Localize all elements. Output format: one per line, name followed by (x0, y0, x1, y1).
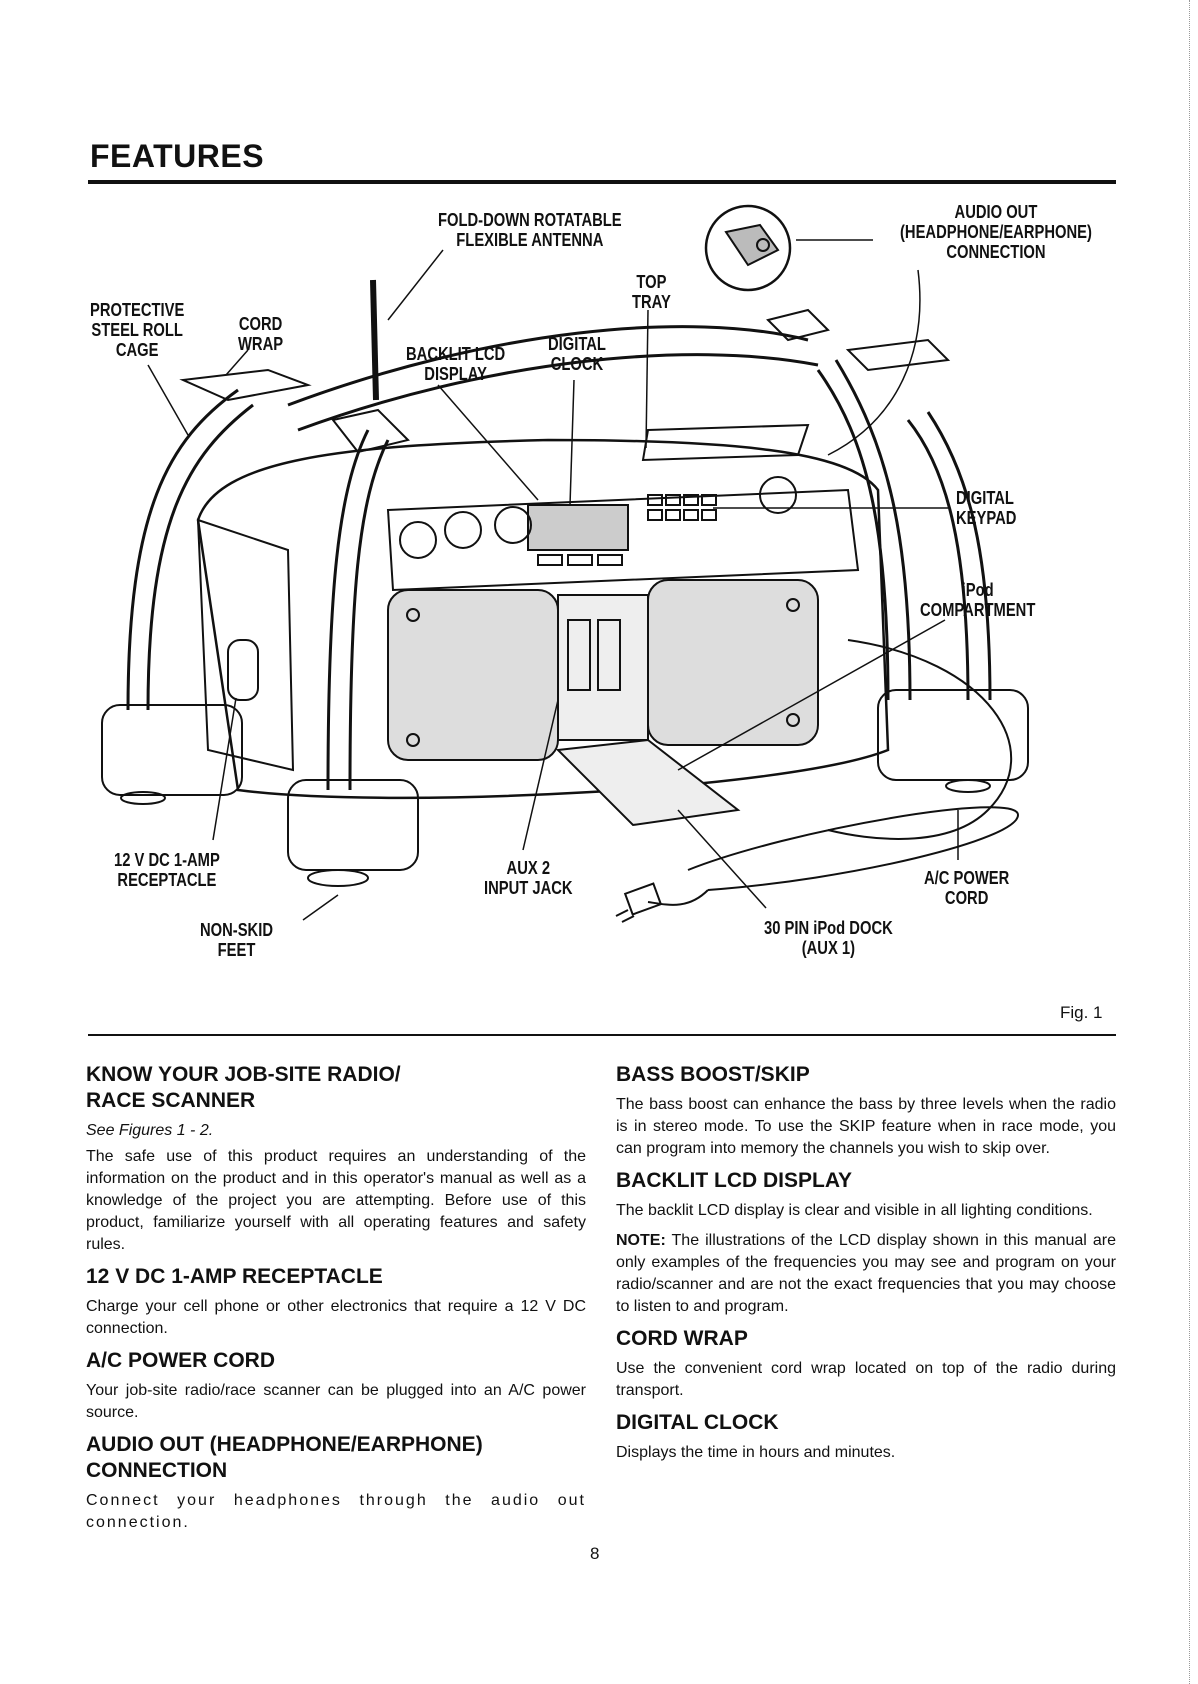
top-tray (641, 423, 810, 462)
radio-body (196, 438, 890, 800)
title-rule (88, 180, 1116, 184)
heading-audio-out-line1: AUDIO OUT (HEADPHONE/EARPHONE) (86, 1433, 483, 1456)
knob-keypad (759, 476, 797, 514)
knob-mid (444, 511, 482, 549)
audio-out-body: Connect your headphones through the audi… (86, 1492, 586, 1531)
keypad (647, 494, 717, 521)
callout-ac-cord: A/C POWER CORD (924, 868, 1010, 908)
callout-ipod-compartment: iPod COMPARTMENT (920, 580, 1036, 620)
page-title: FEATURES (90, 138, 265, 174)
figure-label: Fig. 1 (1060, 1003, 1103, 1022)
note-body: The illustrations of the LCD display sho… (616, 1232, 1116, 1315)
callout-receptacle: 12 V DC 1-AMP RECEPTACLE (114, 850, 220, 890)
bass-body: The bass boost can enhance the bass by t… (616, 1096, 1116, 1157)
heading-cord-wrap: CORD WRAP (616, 1327, 748, 1350)
dc-receptacle (227, 639, 259, 701)
scan-edge (1188, 0, 1190, 1684)
heading-know-line2: RACE SCANNER (86, 1089, 256, 1112)
callout-antenna: FOLD-DOWN ROTATABLE FLEXIBLE ANTENNA (438, 210, 622, 250)
radio-illustration (101, 204, 1029, 923)
clock-body: Displays the time in hours and minutes. (616, 1444, 896, 1461)
cage-tube-right-rear (816, 369, 890, 701)
callout-dock: 30 PIN iPod DOCK (AUX 1) (764, 918, 893, 958)
heading-clock: DIGITAL CLOCK (616, 1411, 779, 1434)
callout-lcd: BACKLIT LCD DISPLAY (406, 344, 506, 384)
speaker-right (647, 579, 819, 746)
note-label: NOTE: (616, 1232, 666, 1249)
lcd-body: The backlit LCD display is clear and vis… (616, 1202, 1093, 1219)
audio-out-zoom (704, 204, 792, 292)
knob-left (399, 521, 437, 559)
callout-cord-wrap: CORD WRAP (238, 314, 284, 354)
know-body: The safe use of this product requires an… (86, 1148, 586, 1253)
cord-coil (687, 806, 1020, 891)
lcd-note: NOTE: The illustrations of the LCD displ… (616, 1230, 1116, 1318)
see-figures: See Figures 1 - 2. (86, 1122, 214, 1139)
plug (623, 882, 663, 916)
knob-right (494, 506, 532, 544)
ipod-dock (555, 738, 741, 827)
cord-wrap-body: Use the convenient cord wrap located on … (616, 1360, 1116, 1399)
callout-aux2: AUX 2 INPUT JACK (484, 858, 573, 898)
ipod-compartment (557, 594, 649, 741)
callout-feet: NON-SKID FEET (200, 920, 273, 960)
callout-top-tray: TOP TRAY (632, 272, 671, 312)
heading-lcd: BACKLIT LCD DISPLAY (616, 1169, 853, 1192)
radio-figure: FOLD-DOWN ROTATABLE FLEXIBLE ANTENNA AUD… (88, 190, 1118, 1028)
heading-audio-out: AUDIO OUT (HEADPHONE/EARPHONE) CONNECTIO… (86, 1432, 586, 1484)
heading-know: KNOW YOUR JOB-SITE RADIO/ RACE SCANNER (86, 1062, 586, 1114)
top-handle (287, 325, 809, 407)
callout-roll-cage: PROTECTIVE STEEL ROLL CAGE (90, 300, 185, 360)
heading-ac-cord: A/C POWER CORD (86, 1349, 275, 1372)
heading-receptacle: 12 V DC 1-AMP RECEPTACLE (86, 1265, 383, 1288)
cord-loop (827, 639, 1013, 840)
ac-cord-body: Your job-site radio/race scanner can be … (86, 1382, 586, 1421)
cord-end (647, 889, 709, 906)
leader-lines (147, 239, 959, 921)
heading-know-line1: KNOW YOUR JOB-SITE RADIO/ (86, 1063, 401, 1086)
right-column: BASS BOOST/SKIP The bass boost can enhan… (616, 1062, 1116, 1472)
cage-cap-left (179, 368, 312, 402)
heading-audio-out-line2: CONNECTION (86, 1459, 228, 1482)
cage-cap-top (766, 308, 830, 342)
figure-rule (88, 1034, 1116, 1036)
cage-tube-left-front (326, 429, 370, 791)
page-number: 8 (590, 1544, 600, 1563)
foot-right-rear (877, 689, 1029, 781)
heading-bass: BASS BOOST/SKIP (616, 1063, 810, 1086)
cage-tube-left-rear (126, 388, 239, 711)
control-panel (386, 488, 860, 592)
receptacle-body: Charge your cell phone or other electron… (86, 1298, 586, 1337)
antenna (370, 279, 379, 401)
callout-clock: DIGITAL CLOCK (548, 334, 606, 374)
foot-left-front (287, 779, 419, 871)
lcd-display (527, 504, 629, 551)
callout-audio-out: AUDIO OUT (HEADPHONE/EARPHONE) CONNECTIO… (900, 202, 1092, 262)
foot-left-rear (101, 704, 243, 796)
side-panel (196, 518, 295, 772)
callout-keypad: DIGITAL KEYPAD (956, 488, 1017, 528)
left-column: KNOW YOUR JOB-SITE RADIO/ RACE SCANNER S… (86, 1062, 586, 1542)
